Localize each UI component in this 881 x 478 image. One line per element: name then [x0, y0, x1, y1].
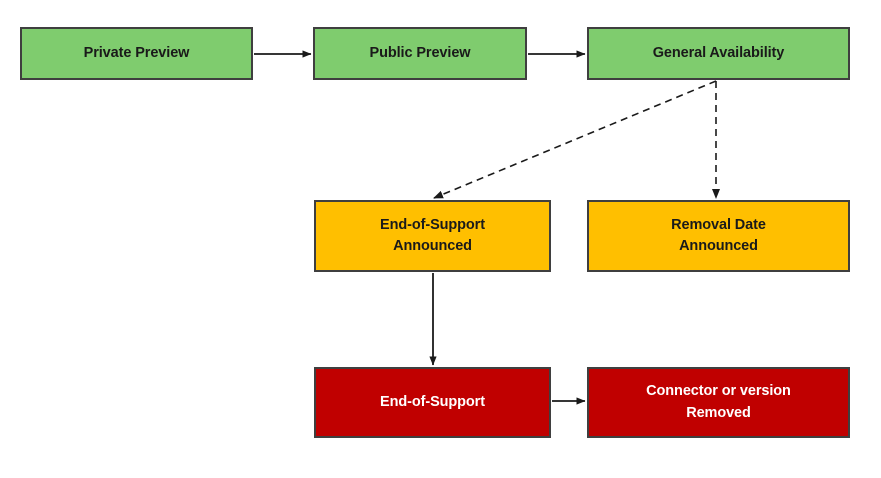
node-label-general-availability: General Availability — [652, 44, 785, 61]
edge-general-availability-to-end-of-support-announced — [433, 80, 717, 199]
node-label-removal-date-announced: Removal Date Announced — [671, 216, 766, 254]
node-label-connector-or-version-removed: Connector or version Removed — [646, 383, 791, 421]
node-label-end-of-support: End-of-Support — [380, 393, 485, 410]
node-public-preview[interactable]: Public Preview — [313, 27, 527, 80]
node-label-end-of-support-announced: End-of-Support Announced — [380, 216, 485, 254]
node-label-public-preview: Public Preview — [369, 44, 471, 61]
node-end-of-support-announced[interactable]: End-of-Support Announced — [314, 200, 551, 272]
node-end-of-support[interactable]: End-of-Support — [314, 367, 551, 438]
node-label-private-preview: Private Preview — [83, 44, 190, 61]
node-connector-or-version-removed[interactable]: Connector or version Removed — [587, 367, 850, 438]
node-private-preview[interactable]: Private Preview — [20, 27, 253, 80]
node-general-availability[interactable]: General Availability — [587, 27, 850, 80]
node-removal-date-announced[interactable]: Removal Date Announced — [587, 200, 850, 272]
